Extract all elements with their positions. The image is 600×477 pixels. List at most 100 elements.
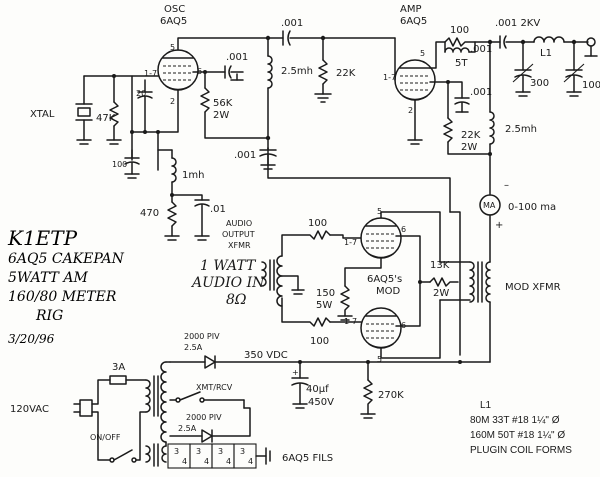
- d2-piv-label: 2000 PIV: [186, 413, 222, 422]
- fil-3b: 4: [226, 457, 231, 466]
- amp-type: 6AQ5: [400, 16, 427, 27]
- c001-amp-bypass-label: .001: [470, 87, 492, 98]
- c001-top-label: .001: [281, 18, 303, 29]
- r22k-sg-watt: 2W: [461, 142, 477, 153]
- osc-title: OSC: [164, 4, 185, 15]
- c20-label: 20: [136, 89, 146, 98]
- mains-plug-icon: [73, 399, 93, 417]
- audio-xfmr-label-1: AUDIO: [226, 219, 252, 228]
- notes-line2: 5WATT AM: [8, 270, 88, 286]
- meter-range-label: 0-100 ma: [508, 202, 556, 213]
- fils-label: 6AQ5 FILS: [282, 453, 333, 464]
- r100-g1-label: 100: [308, 218, 327, 229]
- r150-watt: 5W: [316, 300, 332, 311]
- mod-pin-5-bot: 5: [377, 355, 382, 364]
- mod-pin-5-top: 5: [377, 207, 382, 216]
- onoff-label: ON/OFF: [90, 433, 121, 442]
- audio-xfmr-symbol: [261, 255, 305, 307]
- mod-tube-upper: [360, 217, 402, 259]
- mod-pin-17-top: 1-7: [344, 238, 357, 247]
- r47k-label: 47K: [96, 113, 116, 124]
- notes-date: 3/20/96: [8, 332, 55, 346]
- coil-table-title: L1: [480, 400, 492, 411]
- vdc-label: 350 VDC: [244, 350, 288, 361]
- r22k-sg-label: 22K: [461, 130, 481, 141]
- l1-coil-symbol: [533, 36, 565, 43]
- notes-line1: 6AQ5 CAKEPAN: [8, 251, 124, 267]
- c001-bypass-label: .001: [234, 150, 256, 161]
- fil-4a: 3: [240, 447, 245, 456]
- r56k-watt: 2W: [213, 110, 229, 121]
- fil-1b: 4: [182, 457, 187, 466]
- c40-volt-label: 450V: [308, 397, 334, 408]
- r22k-sg-symbol: [443, 117, 491, 155]
- osc-tube: [157, 49, 199, 91]
- r270k-label: 270K: [378, 390, 404, 401]
- power-xfmr-symbol: [145, 361, 171, 467]
- mod-tubes-line2: MOD: [376, 286, 400, 297]
- xtal-symbol: [75, 103, 93, 145]
- diode-2-icon: [201, 429, 213, 443]
- osc-pin-17: 1-7: [144, 69, 157, 78]
- call-sign: K1ETP: [8, 226, 78, 250]
- osc-pin-5: 5: [170, 43, 175, 52]
- audio-xfmr-label-2: OUTPUT: [222, 230, 255, 239]
- mod-tubes-line1: 6AQ5's: [367, 274, 402, 285]
- t5-label: 5T: [455, 58, 468, 69]
- audio-xfmr-label-3: XFMR: [228, 241, 251, 250]
- r470-label: 470: [140, 208, 159, 219]
- fil-2a: 3: [196, 447, 201, 456]
- mains-label: 120VAC: [10, 404, 49, 415]
- coil-table: L1 80M 33T #18 1¼" Ø 160M 50T #18 1¼" Ø …: [470, 398, 598, 458]
- fil-boxes: [167, 443, 271, 469]
- l1mh-label: 1mh: [182, 170, 204, 181]
- d1-piv-label: 2000 PIV: [184, 332, 220, 341]
- meter-label: MA: [483, 201, 496, 210]
- meter-plus: +: [495, 220, 503, 231]
- l1-label: L1: [540, 48, 552, 59]
- r100-g2-label: 100: [310, 336, 329, 347]
- notes-line4: RIG: [36, 308, 64, 324]
- mod-pin-6-top: 6: [401, 225, 406, 234]
- fil-4b: 4: [248, 457, 253, 466]
- fil-2b: 4: [204, 457, 209, 466]
- r150-label: 150: [316, 288, 335, 299]
- r470-symbol: [164, 194, 180, 241]
- c300-label: 300: [530, 78, 549, 89]
- xmt-rcv-label: XMT/RCV: [196, 383, 233, 392]
- rfc-osc-symbol: [267, 37, 273, 149]
- amp-tube: [394, 59, 436, 101]
- rfc-osc-label: 2.5mh: [281, 66, 313, 77]
- fil-1a: 3: [174, 447, 179, 456]
- l1mh-symbol: [157, 149, 177, 196]
- fil-3a: 3: [218, 447, 223, 456]
- c001-amp-label: .001: [470, 44, 492, 55]
- r22k-grid-label: 22K: [336, 68, 356, 79]
- r13k-label: 13K: [430, 260, 450, 271]
- meter-minus: –: [504, 180, 509, 191]
- osc-pin-2: 2: [170, 97, 175, 106]
- amp-pin-2: 2: [408, 106, 413, 115]
- r47k-symbol: [106, 75, 122, 145]
- cap-2kv-label: .001 2KV: [495, 18, 540, 29]
- osc-type: 6AQ5: [160, 16, 187, 27]
- mod-xfmr-symbol: [439, 261, 491, 363]
- audio-in-label-3: 8Ω: [226, 292, 247, 308]
- coil-table-row2: 160M 50T #18 1¼" Ø: [470, 430, 566, 441]
- fuse-label: 3A: [112, 362, 125, 373]
- r22k-grid-symbol: [314, 37, 332, 103]
- xtal-label: XTAL: [30, 109, 55, 120]
- coil-table-row1: 80M 33T #18 1¼" Ø: [470, 415, 560, 426]
- r56k-symbol: [200, 71, 269, 139]
- c100-fb-label: 100: [112, 160, 127, 169]
- rfc-amp-label: 2.5mh: [505, 124, 537, 135]
- r100-amp-label: 100: [450, 25, 469, 36]
- r56k-label: 56K: [213, 98, 233, 109]
- mod-xfmr-label: MOD XFMR: [505, 282, 561, 293]
- rfc-amp-symbol: [489, 41, 495, 195]
- amp-pin-17: 1-7: [383, 73, 396, 82]
- c001-osc-label: .001: [226, 52, 248, 63]
- c01-label: .01: [210, 204, 226, 215]
